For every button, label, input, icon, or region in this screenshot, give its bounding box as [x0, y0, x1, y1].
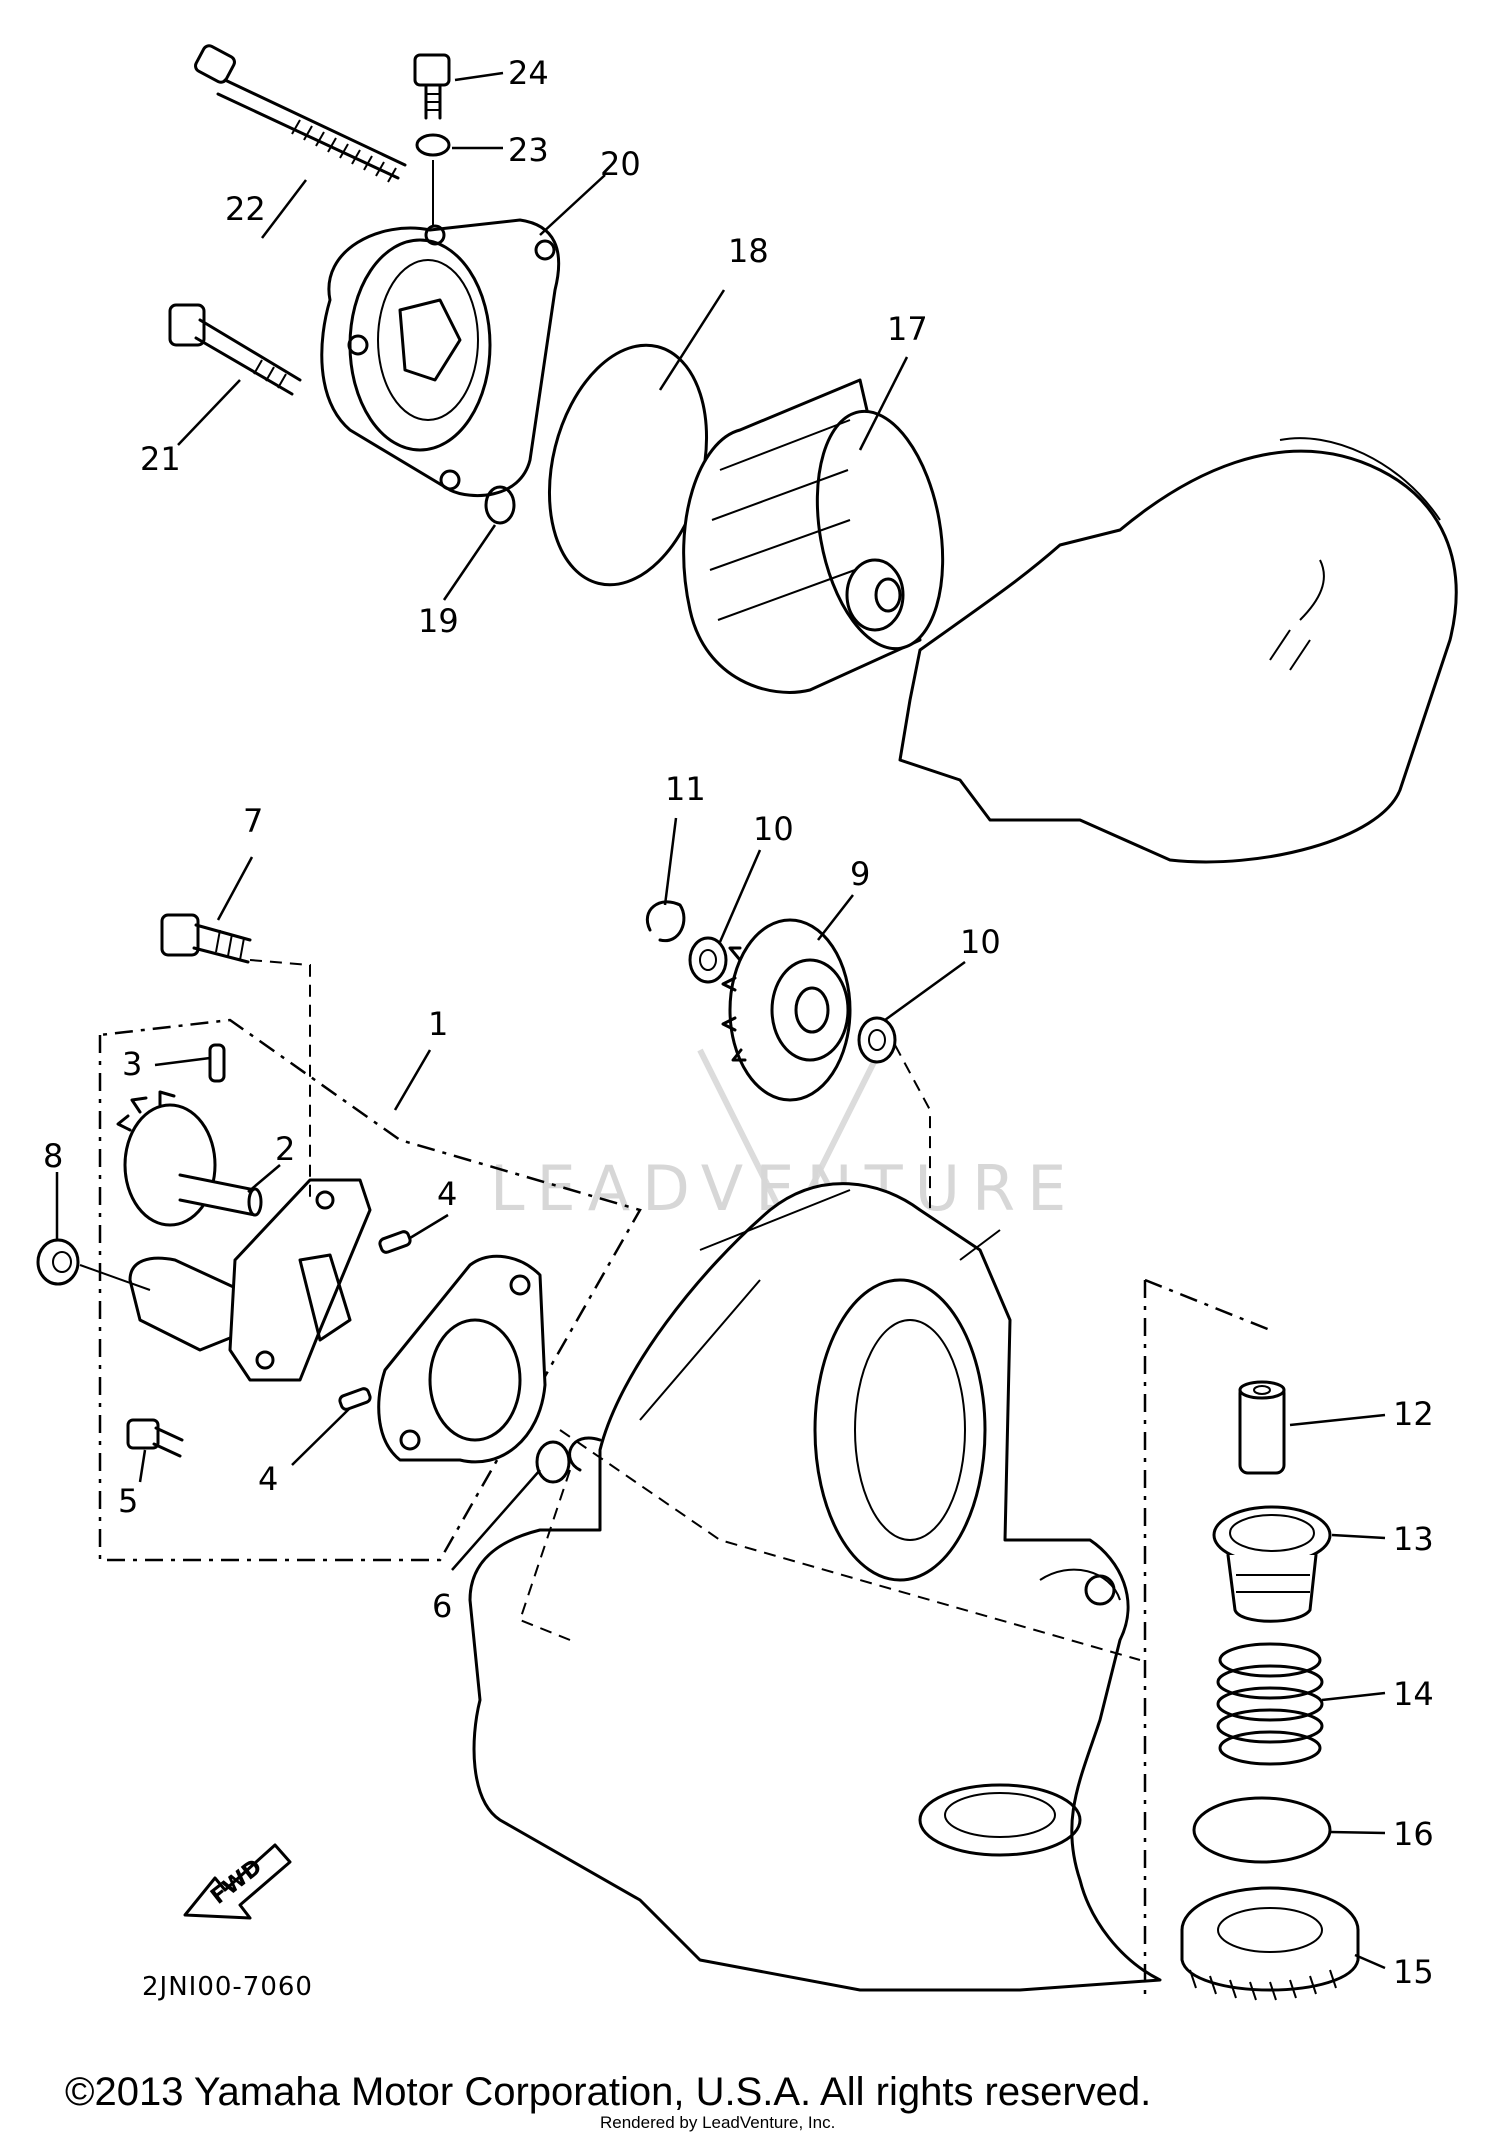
label-7: 7 — [243, 802, 263, 840]
part-10b-washer — [857, 1016, 897, 1064]
label-15: 15 — [1393, 1953, 1434, 1991]
part-6-o-ring — [535, 1440, 571, 1484]
engine-case-outline-upper — [898, 449, 1458, 864]
label-19: 19 — [418, 602, 459, 640]
fwd-arrow-icon: FWD — [183, 1843, 292, 1920]
label-14: 14 — [1393, 1675, 1434, 1713]
part-24-bolt — [413, 53, 451, 120]
copyright-notice: ©2013 Yamaha Motor Corporation, U.S.A. A… — [65, 2070, 1151, 2114]
pump-housing — [128, 1178, 372, 1382]
part-21-bolt — [168, 303, 302, 396]
part-19-o-ring — [484, 485, 516, 525]
label-5: 5 — [118, 1482, 138, 1520]
label-3: 3 — [122, 1045, 142, 1083]
part-17-oil-filter — [682, 378, 945, 694]
part-15-drain-cap — [1180, 1886, 1360, 2001]
label-22: 22 — [225, 190, 266, 228]
rendered-by-notice: Rendered by LeadVenture, Inc. — [600, 2113, 835, 2132]
label-13: 13 — [1393, 1520, 1434, 1558]
leader-lines — [55, 71, 1386, 1970]
part-3-pin — [208, 1043, 226, 1083]
part-11-clip — [645, 900, 686, 943]
part-12-tube — [1238, 1380, 1286, 1475]
label-21: 21 — [140, 440, 181, 478]
part-2-gear-shaft — [116, 1090, 263, 1227]
label-9: 9 — [850, 855, 870, 893]
part-16-o-ring — [1192, 1796, 1332, 1864]
part-14-spring — [1216, 1642, 1324, 1766]
label-2: 2 — [275, 1130, 295, 1168]
part-4-dowel-pin-a — [378, 1230, 412, 1254]
part-10-washer — [688, 936, 728, 984]
label-11: 11 — [665, 770, 706, 808]
pump-assembly-box — [98, 1018, 642, 1562]
label-8: 8 — [43, 1137, 63, 1175]
part-5-screw — [126, 1418, 184, 1458]
part-9-gear — [721, 918, 852, 1102]
label-17: 17 — [887, 310, 928, 348]
label-4b: 4 — [258, 1460, 278, 1498]
part-23-washer — [415, 133, 451, 157]
label-16: 16 — [1393, 1815, 1434, 1853]
label-4a: 4 — [437, 1175, 457, 1213]
label-18: 18 — [728, 232, 769, 270]
label-20: 20 — [600, 145, 641, 183]
label-1: 1 — [428, 1005, 448, 1043]
strainer-group-bracket — [1143, 1278, 1271, 2000]
part-20-filter-cover — [320, 218, 561, 497]
label-24: 24 — [508, 54, 549, 92]
label-23: 23 — [508, 131, 549, 169]
part-4-dowel-pin-b — [338, 1387, 372, 1411]
part-13-plug — [1212, 1505, 1332, 1623]
drawing-code: 2JNI00-7060 — [142, 1972, 313, 2002]
crankcase — [468, 1182, 1162, 1992]
label-12: 12 — [1393, 1395, 1434, 1433]
label-10a: 10 — [753, 810, 794, 848]
pump-cover — [377, 1254, 547, 1464]
part-7-bolt — [160, 913, 252, 964]
label-6: 6 — [432, 1587, 452, 1625]
label-10b: 10 — [960, 923, 1001, 961]
part-22-long-bolt — [194, 44, 407, 183]
